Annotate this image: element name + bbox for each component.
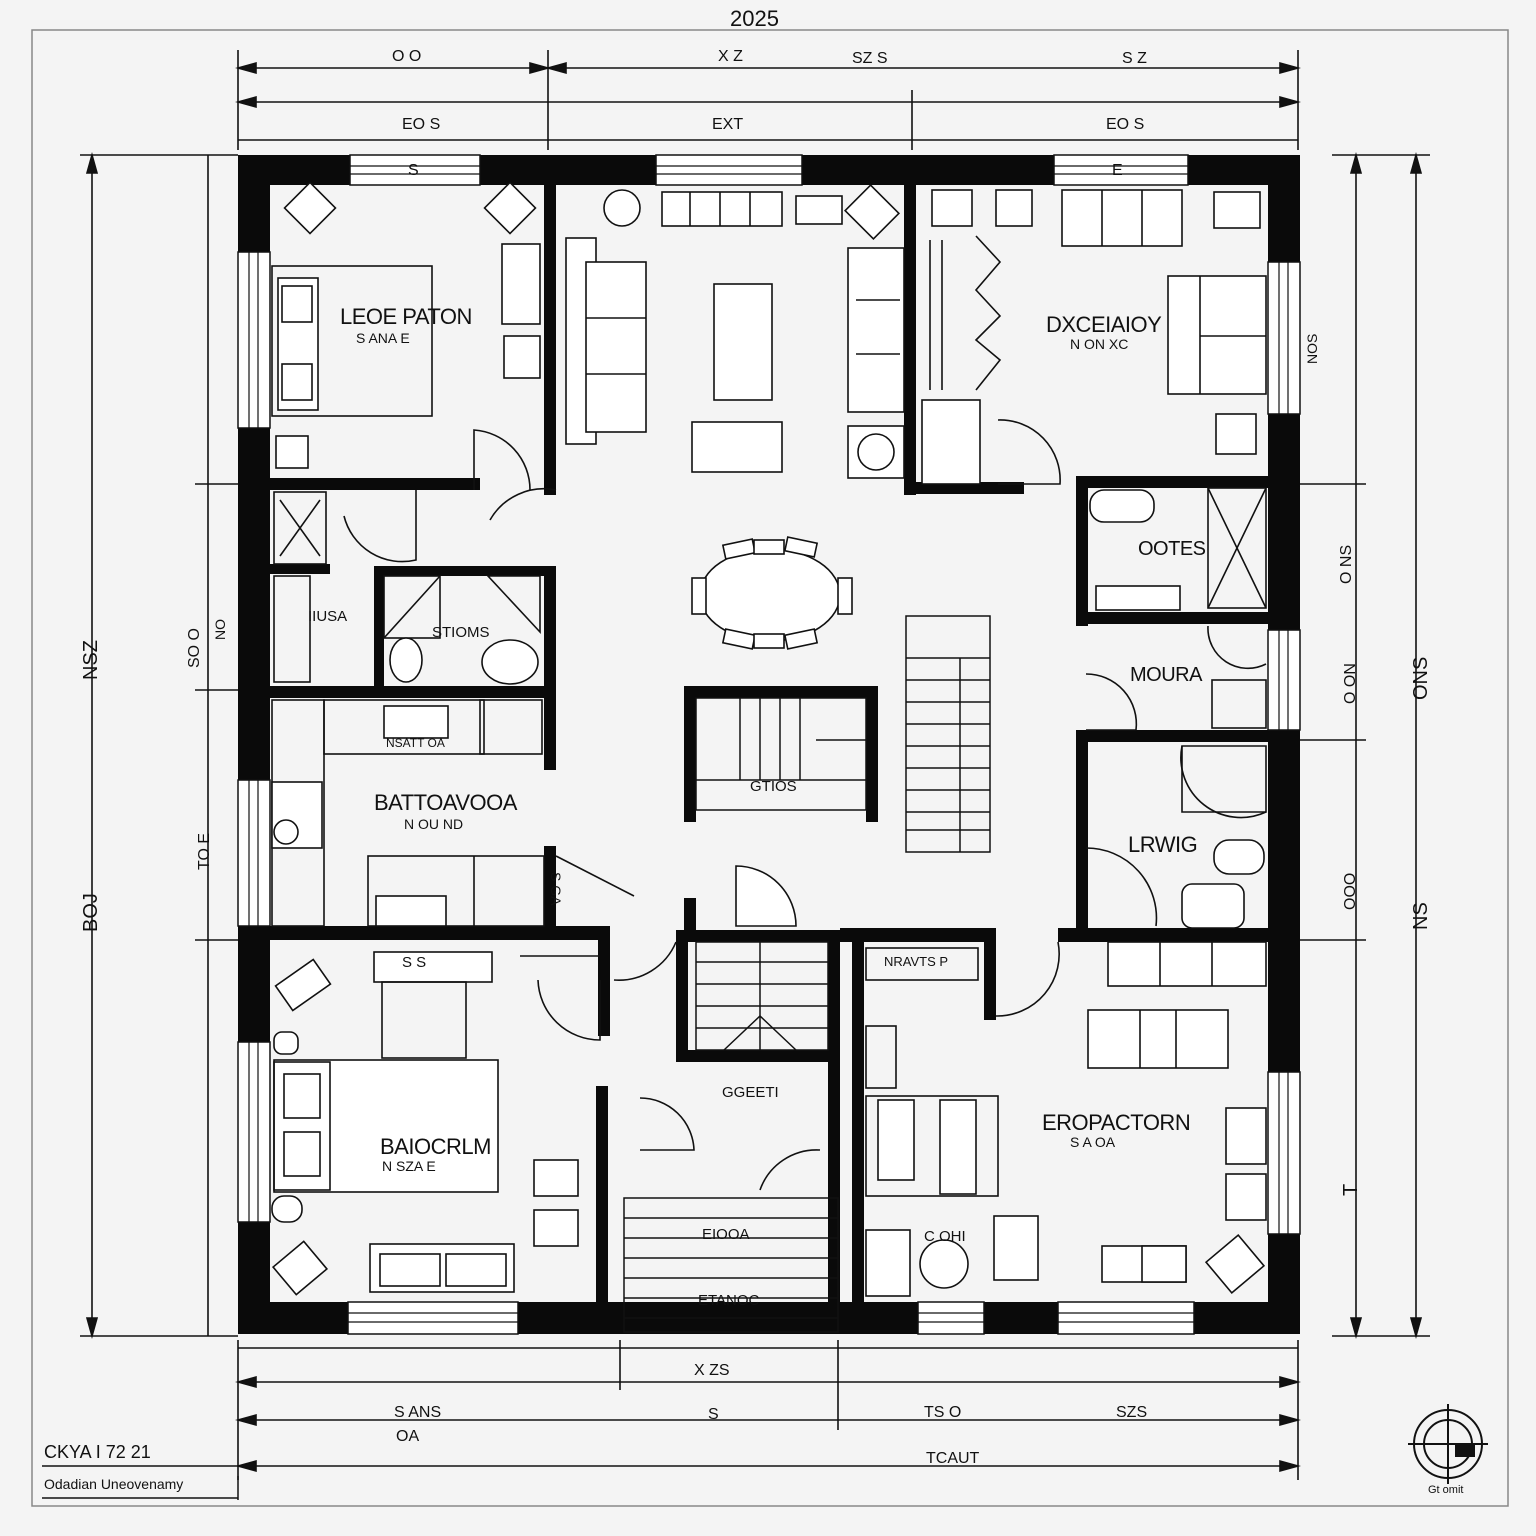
room-name-stair-center: GTIOS [750,778,797,795]
room-name-right-mid: MOURA [1130,664,1202,686]
dimension-lines-top [235,50,1301,150]
sheet-border [31,29,1509,1507]
dim-right-3: O ON [1342,663,1359,704]
title-block-line-2: Odadian Uneovenamy [44,1476,184,1492]
room-name-stoms: STIOMS [432,624,490,641]
dim-bottom-3: TS O [924,1404,962,1421]
dim-bottom-4: SZS [1116,1404,1148,1421]
interior-walls [270,185,1268,1334]
doors [343,419,1158,1191]
dim-right-6: NS [1410,902,1432,930]
windows [237,154,1301,1335]
dim-top-7: EO S [1106,116,1145,133]
room-name-bath-small: NSATT OA [386,736,445,750]
dim-left-5: NO [212,619,228,640]
dim-right-4: ONS [1410,656,1432,700]
room-name-bottom-left: BAIOCRLM [380,1134,491,1159]
dimension-lines-left [80,152,238,1339]
dim-left-3: BOJ [80,893,102,932]
dim-top-mark-2: E [1112,162,1123,179]
room-sub-bottom-left: N SZA E [382,1158,436,1174]
dim-bottom-5: OA [396,1428,420,1445]
title-block-line-1: CKYA I 72 21 [44,1442,151,1462]
drawing-title: 2025 [730,6,779,31]
dim-top-1: O O [392,48,422,65]
room-sub-top-left: S ANA E [356,330,410,346]
dim-right-5: OOO [1342,872,1359,910]
room-name-left-small: IIUSA [308,608,348,625]
dim-top-5: EO S [402,116,441,133]
room-tag-desk: C OHI [924,1228,966,1245]
room-name-bottom-right: EROPACTORN [1042,1110,1191,1135]
room-name-top-right: DXCEIAIOY [1046,312,1162,337]
compass-label: Gt omit [1428,1484,1464,1496]
room-tag-kitchen: NRAVTS P [884,954,949,969]
room-name-hall-center: GGEETI [722,1084,779,1101]
dim-top-mark-1: S [408,162,419,179]
room-name-living: LRWIG [1128,832,1198,857]
dim-bottom-6: S [708,1406,719,1423]
room-tag-hall: S GA [548,872,564,906]
dim-bottom-7: TCAUT [926,1450,980,1467]
dimension-lines-right [1300,152,1430,1339]
room-name-right-upper: OOTES [1138,538,1206,560]
dim-right-2: O NS [1338,544,1355,584]
dim-top-6: EXT [712,116,744,133]
dim-right-1: NOS [1304,333,1320,364]
room-name-stair-bottom-a: EIOOA [702,1226,750,1243]
room-sub-top-right: N ON XC [1070,336,1129,352]
dim-bottom-1: S ANS [394,1404,442,1421]
room-tag-wc: S S [402,954,427,971]
room-sub-mid-left: N OU ND [404,816,464,832]
dim-top-4: S Z [1122,50,1147,67]
north-compass [1408,1404,1488,1484]
room-name-stair-bottom-b: ETANOC [698,1292,760,1309]
room-sub-bottom-right: S A OA [1070,1134,1116,1150]
title-block [42,1465,239,1500]
furniture [271,181,1267,1297]
dim-top-2: X Z [718,48,743,65]
dimension-lines-bottom [235,1340,1301,1480]
dim-right-7: T [1340,1183,1362,1196]
room-name-mid-left: BATTOAVOOA [374,790,517,815]
dim-left-2: SO O [186,627,203,668]
dim-bottom-2: X ZS [694,1362,730,1379]
dim-top-3: SZ S [852,50,888,67]
stairs [623,615,991,1333]
dim-left-1: NSZ [80,640,102,680]
dim-left-4: TO E [196,832,213,870]
room-name-top-left: LEOE PATON [340,304,472,329]
